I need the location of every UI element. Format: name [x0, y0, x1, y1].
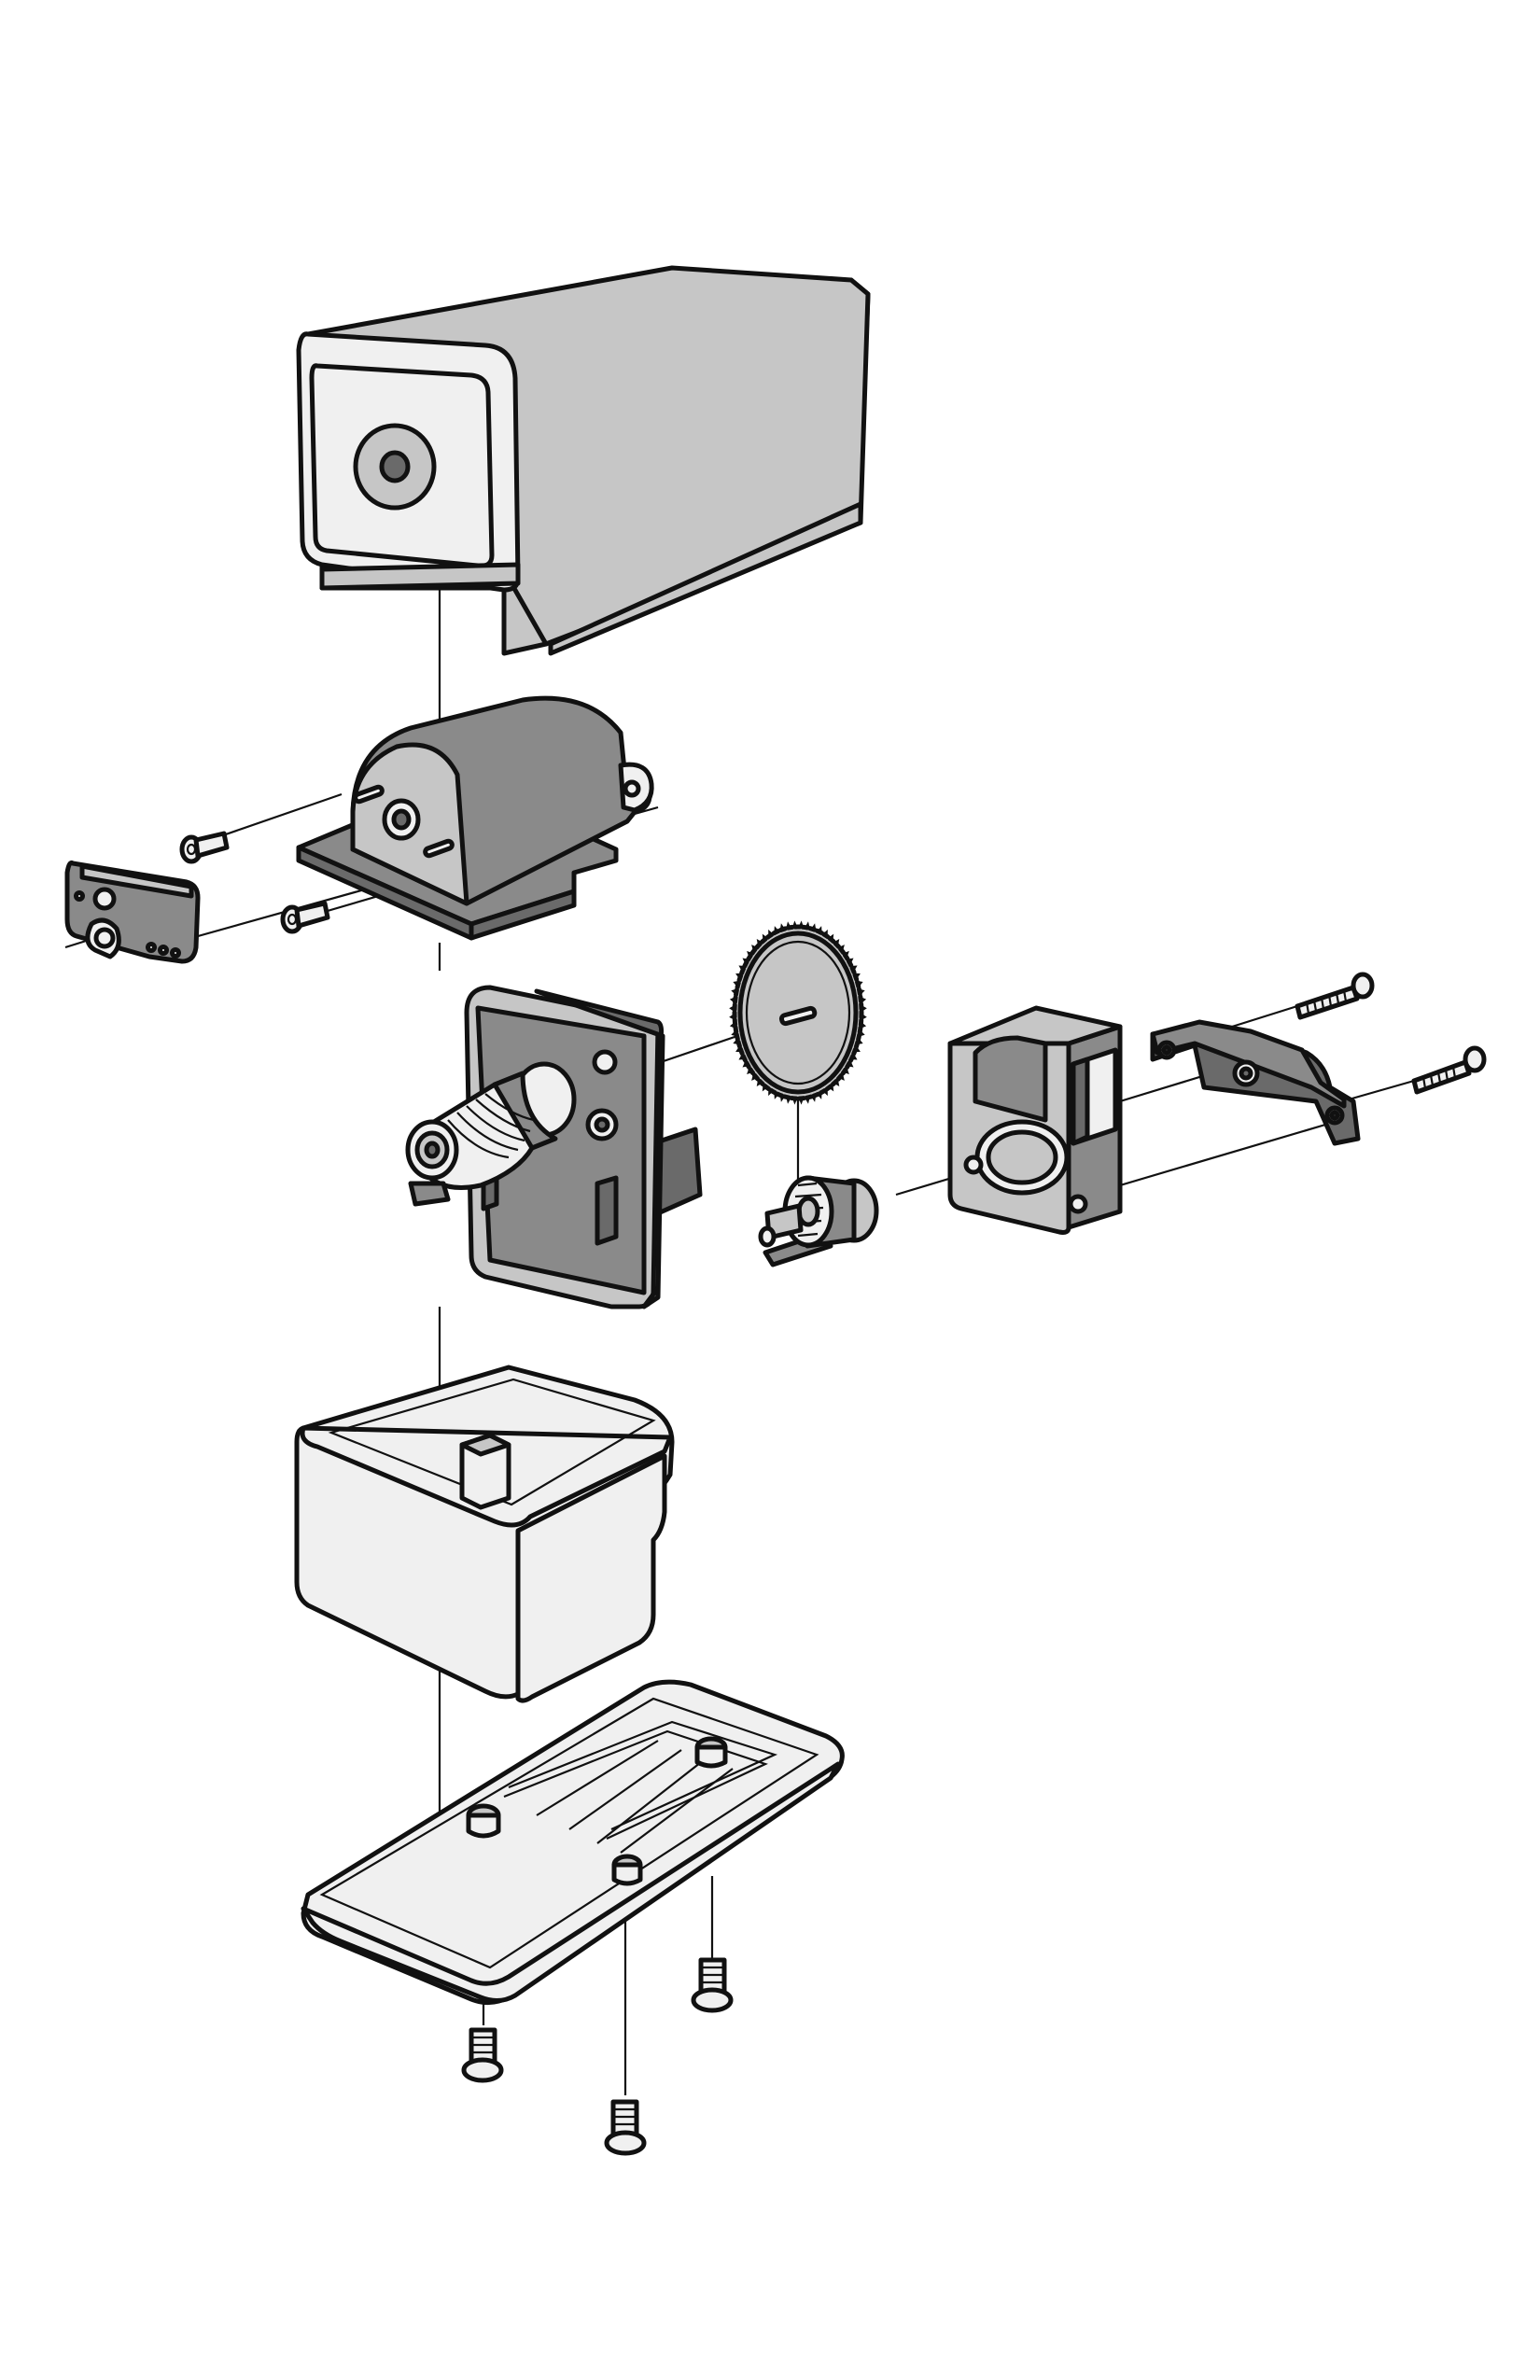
mounting-bracket	[1150, 1019, 1361, 1146]
base-screw	[604, 2099, 647, 2156]
motor-screw	[280, 901, 330, 934]
long-screw	[1411, 1045, 1487, 1095]
base-screw	[691, 1957, 734, 2013]
assembly-axis-lines	[64, 586, 1415, 2095]
base-plate	[301, 1679, 845, 2005]
base-screw	[461, 2027, 504, 2083]
pinion-gear	[758, 1175, 879, 1267]
spur-gear	[729, 920, 867, 1105]
gear-plate	[405, 985, 703, 1309]
motor	[296, 695, 654, 941]
motor-screw	[179, 831, 230, 864]
long-screw	[1295, 972, 1375, 1020]
top-housing	[296, 265, 871, 656]
shavings-receptacle	[294, 1365, 675, 1703]
motor-side-bracket	[64, 861, 201, 964]
cutter-guide	[947, 1005, 1123, 1235]
